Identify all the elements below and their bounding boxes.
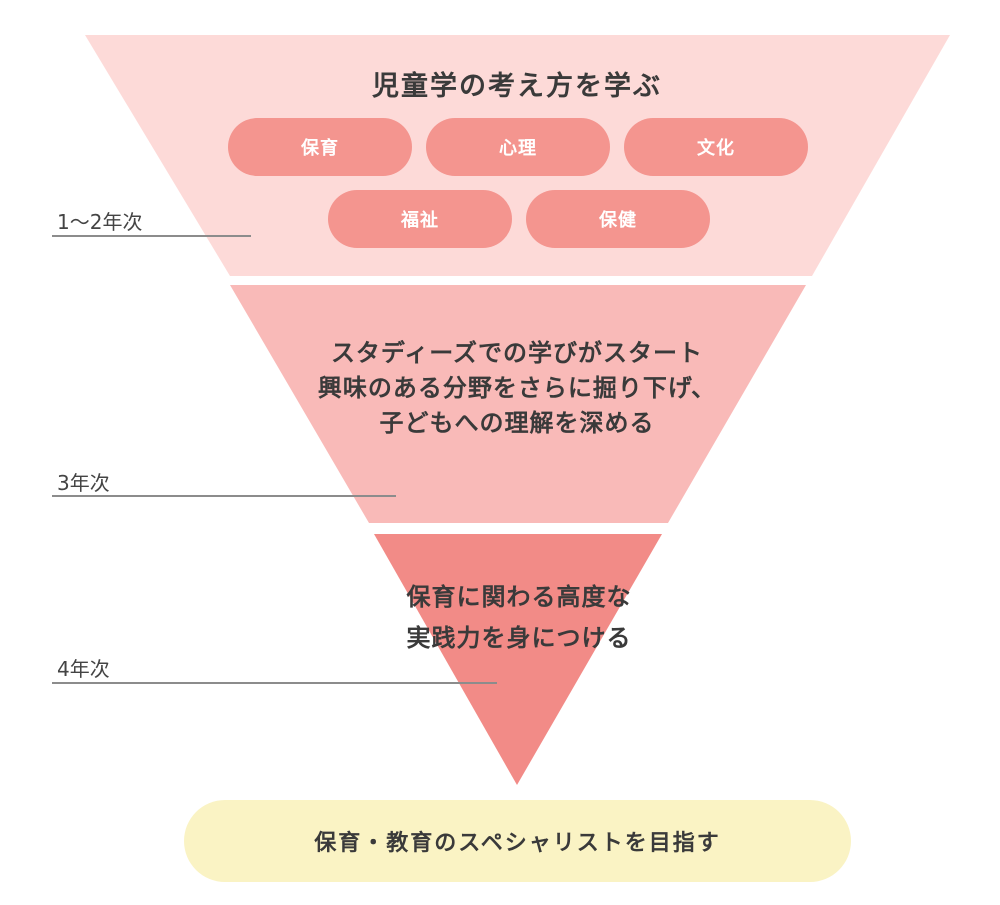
stage2-trapezoid: [230, 285, 806, 523]
stage3-description: 保育に関わる高度な 実践力を身につける: [0, 577, 1000, 659]
goal-banner: 保育・教育のスペシャリストを目指す: [184, 800, 851, 882]
year-label-1-2: 1〜2年次: [57, 210, 143, 234]
stage3-line: 実践力を身につける: [406, 624, 632, 652]
subject-pill: 文化: [624, 118, 808, 176]
year-label-3: 3年次: [57, 471, 110, 495]
stage2-line: 興味のある分野をさらに掘り下げ、: [317, 374, 717, 402]
stage3-triangle: [374, 534, 662, 785]
year-divider: [52, 682, 497, 684]
subject-pill: 心理: [426, 118, 610, 176]
goal-label: 保育・教育のスペシャリストを目指す: [314, 831, 721, 856]
year-divider: [52, 495, 396, 497]
subject-pill: 福祉: [328, 190, 512, 248]
stage2-line: スタディーズでの学びがスタート: [330, 339, 704, 367]
year-divider: [52, 235, 251, 237]
stage1-title: 児童学の考え方を学ぶ: [372, 71, 662, 102]
subject-pill: 保健: [526, 190, 710, 248]
stage2-description: スタディーズでの学びがスタート 興味のある分野をさらに掘り下げ、 子どもへの理解…: [0, 336, 1000, 441]
year-label-4: 4年次: [57, 657, 110, 681]
subject-pill: 保育: [228, 118, 412, 176]
stage3-line: 保育に関わる高度な: [406, 583, 632, 611]
stage2-line: 子どもへの理解を深める: [379, 409, 655, 437]
